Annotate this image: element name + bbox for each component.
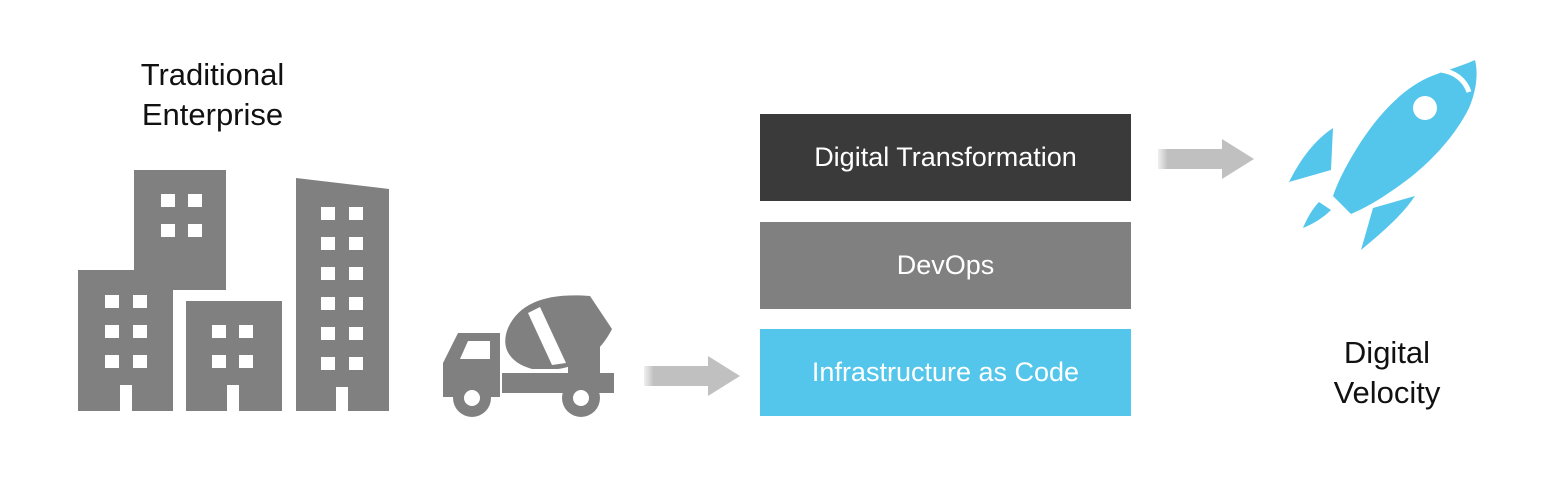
digital-velocity-line-2: Velocity	[1333, 375, 1441, 410]
infrastructure-as-code-text: Infrastructure as Code	[811, 357, 1080, 387]
devops-text: DevOps	[896, 250, 995, 280]
right-arrow-icon	[644, 356, 740, 396]
rocket-icon	[1289, 60, 1477, 250]
traditional-enterprise-line-1: Traditional	[140, 57, 285, 92]
digital-velocity-line-1: Digital	[1343, 335, 1431, 370]
devops-box: DevOps	[760, 222, 1131, 309]
cement-mixer-truck-icon	[443, 295, 614, 417]
digital-transformation-box: Digital Transformation	[760, 114, 1131, 201]
infrastructure-as-code-box: Infrastructure as Code	[760, 329, 1131, 416]
traditional-enterprise-label: Traditional Enterprise	[110, 55, 315, 135]
digital-transformation-text: Digital Transformation	[814, 142, 1077, 172]
digital-velocity-label: Digital Velocity	[1287, 333, 1487, 413]
right-arrow-icon	[1158, 139, 1254, 179]
city-buildings-icon	[78, 170, 389, 411]
traditional-enterprise-line-2: Enterprise	[141, 97, 284, 132]
